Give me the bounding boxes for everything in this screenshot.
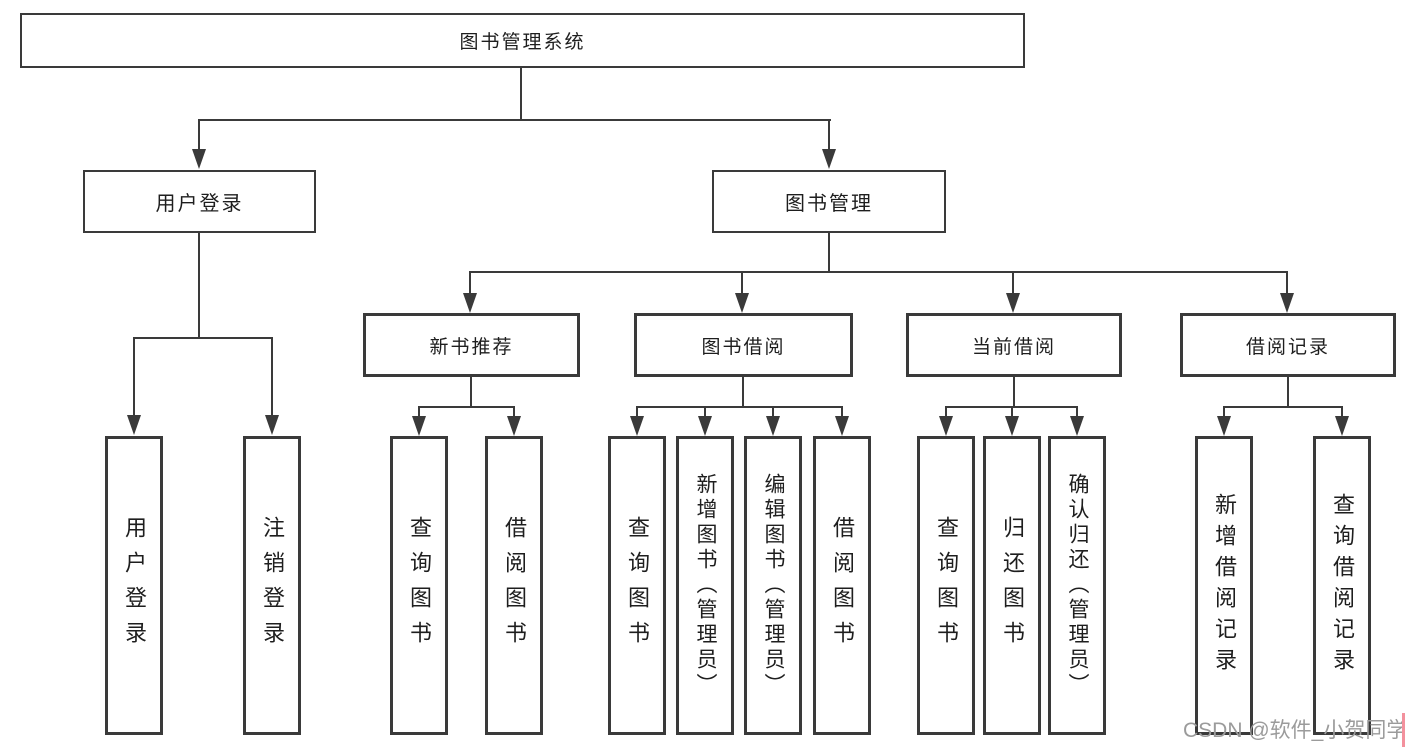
arrowhead-leaf-query-book-1 (412, 416, 426, 436)
connector-leaf-stub (636, 406, 638, 420)
leaf-query-book-3-label: 查询图书 (934, 515, 959, 656)
arrowhead-leaf-return-book (1005, 416, 1019, 436)
leaf-user-login: 用户登录 (105, 436, 163, 735)
node-new-book-recommend: 新书推荐 (363, 313, 580, 377)
arrowhead-leaf-borrow-book-2 (835, 416, 849, 436)
connector-level1-bar (199, 119, 831, 121)
connector-leaf-stub (945, 406, 947, 420)
connector-book-borrowing-bar (636, 406, 843, 408)
connector-leaf-stub (418, 406, 420, 420)
connector-to-user-login (198, 119, 200, 152)
arrowhead-leaf-add-book (698, 416, 712, 436)
node-root-label: 图书管理系统 (459, 32, 586, 53)
arrowhead-leaf-query-book-3 (939, 416, 953, 436)
connector-book-borrowing-stem (742, 377, 744, 407)
connector-to-current-borrowing (1012, 271, 1014, 296)
node-root: 图书管理系统 (20, 13, 1025, 68)
leaf-query-borrow-record: 查询借阅记录 (1313, 436, 1371, 735)
leaf-query-book-1-label: 查询图书 (407, 515, 432, 656)
csdn-watermark: CSDN @软件_小贺同学 (1183, 719, 1405, 742)
connector-to-leaf-user-login (133, 337, 135, 417)
arrowhead-leaf-user-login (127, 415, 141, 435)
node-borrow-records-label: 借阅记录 (1245, 336, 1330, 358)
node-borrow-records: 借阅记录 (1180, 313, 1396, 377)
connector-leaf-stub (704, 406, 706, 420)
leaf-borrow-book-2-label: 借阅图书 (830, 515, 855, 656)
leaf-confirm-return-admin-label: 确认归还（管理员） (1066, 473, 1089, 698)
connector-user-login-bar (133, 337, 273, 339)
connector-to-new-book-recommend (469, 271, 471, 296)
leaf-confirm-return-admin: 确认归还（管理员） (1048, 436, 1106, 735)
connector-to-borrow-records (1286, 271, 1288, 296)
watermark-pink-strip (1402, 713, 1405, 747)
leaf-add-book-admin: 新增图书（管理员） (676, 436, 734, 735)
leaf-user-login-label: 用户登录 (122, 515, 147, 656)
connector-new-book-recommend-stem (470, 377, 472, 407)
connector-leaf-stub (841, 406, 843, 420)
node-current-borrowing: 当前借阅 (906, 313, 1122, 377)
leaf-logout-label: 注销登录 (260, 515, 285, 656)
leaf-borrow-book-1-label: 借阅图书 (502, 515, 527, 656)
connector-user-login-stem (198, 233, 200, 339)
connector-borrow-records-stem (1287, 377, 1289, 407)
arrowhead-user-login (192, 149, 206, 169)
node-user-login: 用户登录 (83, 170, 316, 233)
leaf-add-borrow-record-label: 新增借阅记录 (1212, 492, 1237, 679)
node-new-book-recommend-label: 新书推荐 (429, 336, 514, 358)
leaf-query-book-2: 查询图书 (608, 436, 666, 735)
arrowhead-borrow-records (1280, 293, 1294, 313)
connector-leaf-stub (1076, 406, 1078, 420)
connector-current-borrowing-stem (1013, 377, 1015, 407)
arrowhead-leaf-logout (265, 415, 279, 435)
arrowhead-leaf-confirm-return (1070, 416, 1084, 436)
connector-to-book-borrowing (741, 271, 743, 296)
leaf-query-borrow-record-label: 查询借阅记录 (1330, 492, 1355, 679)
connector-root-stem (520, 68, 522, 120)
leaf-return-book: 归还图书 (983, 436, 1041, 735)
arrowhead-new-book-recommend (463, 293, 477, 313)
connector-level2-bar (469, 271, 1288, 273)
arrowhead-current-borrowing (1006, 293, 1020, 313)
node-user-login-label: 用户登录 (155, 193, 244, 215)
connector-book-management-stem (828, 233, 830, 273)
arrowhead-leaf-query-record (1335, 416, 1349, 436)
arrowhead-leaf-query-book-2 (630, 416, 644, 436)
leaf-query-book-3: 查询图书 (917, 436, 975, 735)
connector-leaf-stub (1341, 406, 1343, 420)
leaf-add-borrow-record: 新增借阅记录 (1195, 436, 1253, 735)
leaf-edit-book-admin: 编辑图书（管理员） (744, 436, 802, 735)
connector-borrow-records-bar (1223, 406, 1343, 408)
leaf-borrow-book-1: 借阅图书 (485, 436, 543, 735)
arrowhead-leaf-edit-book (766, 416, 780, 436)
node-book-management-label: 图书管理 (785, 193, 873, 215)
leaf-query-book-1: 查询图书 (390, 436, 448, 735)
connector-leaf-stub (513, 406, 515, 420)
leaf-logout: 注销登录 (243, 436, 301, 735)
leaf-edit-book-admin-label: 编辑图书（管理员） (762, 473, 785, 698)
connector-leaf-stub (1223, 406, 1225, 420)
node-book-borrowing: 图书借阅 (634, 313, 853, 377)
connector-leaf-stub (772, 406, 774, 420)
node-current-borrowing-label: 当前借阅 (971, 336, 1056, 358)
leaf-add-book-admin-label: 新增图书（管理员） (694, 473, 717, 698)
leaf-query-book-2-label: 查询图书 (625, 515, 650, 656)
connector-leaf-stub (1011, 406, 1013, 420)
connector-to-leaf-logout (271, 337, 273, 417)
connector-to-book-management (828, 119, 830, 152)
arrowhead-book-management (822, 149, 836, 169)
connector-new-book-recommend-bar (418, 406, 515, 408)
node-book-management: 图书管理 (712, 170, 946, 233)
leaf-borrow-book-2: 借阅图书 (813, 436, 871, 735)
arrowhead-book-borrowing (735, 293, 749, 313)
arrowhead-leaf-borrow-book-1 (507, 416, 521, 436)
arrowhead-leaf-add-record (1217, 416, 1231, 436)
leaf-return-book-label: 归还图书 (1000, 515, 1025, 656)
node-book-borrowing-label: 图书借阅 (701, 336, 786, 358)
